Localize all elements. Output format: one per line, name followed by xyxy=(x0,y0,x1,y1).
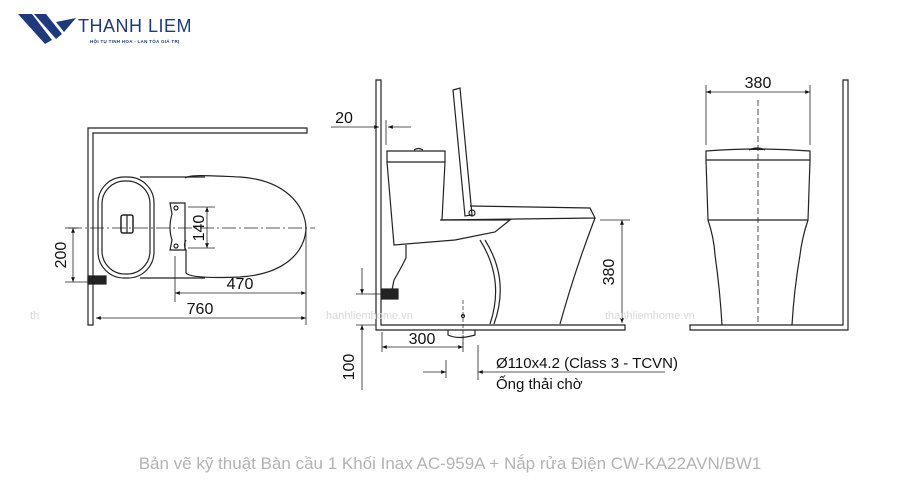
front-view xyxy=(689,79,849,331)
pipe-label: Ống thải chờ xyxy=(496,375,583,393)
brand-name: THANH LIEM xyxy=(78,16,193,36)
drawing-caption: Bản vẽ kỹ thuật Bàn cầu 1 Khối Inax AC-9… xyxy=(138,454,762,473)
watermark: hanhliemhome.vn xyxy=(326,310,413,322)
dim-300: 300 xyxy=(409,331,436,348)
dim-380-width: 380 xyxy=(745,75,772,92)
watermark: thanhliemhome.vn xyxy=(605,310,695,322)
top-view xyxy=(65,127,315,326)
dim-200: 200 xyxy=(53,242,70,269)
brand-logo: THANH LIEM HỘI TỤ TINH HOA - LAN TỎA GIÁ… xyxy=(18,12,208,52)
logo-mark-icon xyxy=(18,14,76,44)
brand-tagline: HỘI TỤ TINH HOA - LAN TỎA GIÁ TRỊ xyxy=(90,39,180,44)
pipe-spec: Ø110x4.2 (Class 3 - TCVN) xyxy=(496,355,678,372)
dim-760: 760 xyxy=(187,301,214,318)
dim-380-height: 380 xyxy=(601,259,618,286)
side-view xyxy=(331,79,665,390)
dim-140: 140 xyxy=(191,215,208,242)
dim-100: 100 xyxy=(341,354,358,381)
dim-20: 20 xyxy=(335,110,353,127)
watermark: th xyxy=(30,310,40,322)
dim-470: 470 xyxy=(227,276,254,293)
